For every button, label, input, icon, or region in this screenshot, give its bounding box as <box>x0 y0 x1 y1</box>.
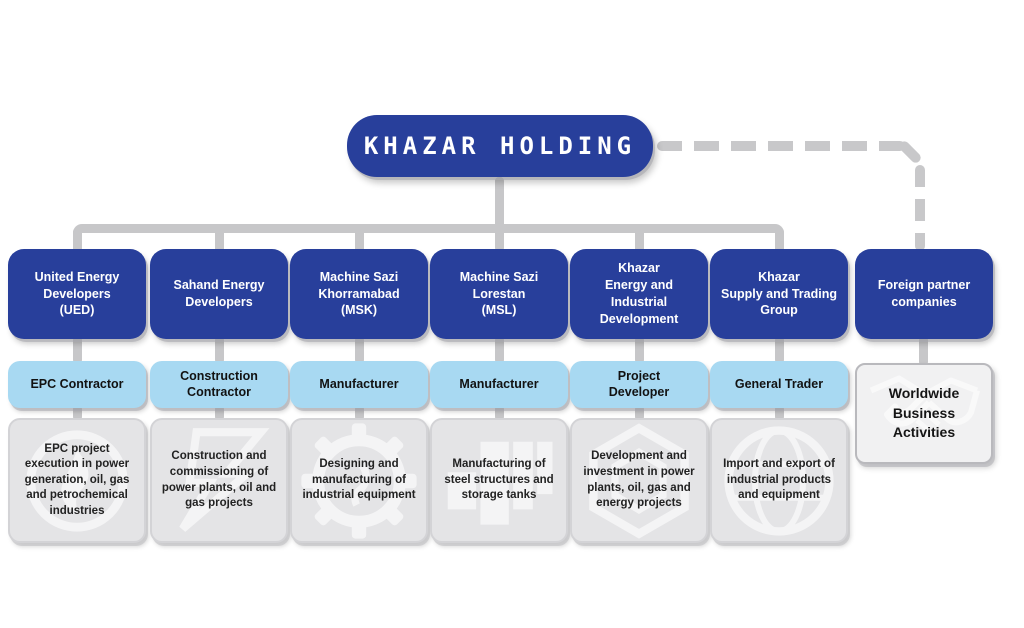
description-box: Development and investment in power plan… <box>570 418 708 543</box>
role-box: Manufacturer <box>290 361 428 408</box>
column-khazar-supply: Khazar Supply and Trading Group General … <box>710 0 848 628</box>
connector-stub <box>215 405 224 421</box>
description-box: Construction and commissioning of power … <box>150 418 288 543</box>
connector-stub <box>73 336 82 364</box>
description-text: Manufacturing of steel structures and st… <box>444 458 554 502</box>
connector-stub <box>495 336 504 364</box>
description-text: EPC project execution in power generatio… <box>24 442 130 517</box>
column-msl: Machine Sazi Lorestan (MSL) Manufacturer… <box>430 0 568 628</box>
description-text: Import and export of industrial products… <box>723 458 835 502</box>
description-text: Development and investment in power plan… <box>583 450 695 510</box>
connector-bus <box>73 224 784 233</box>
role-label: EPC Contractor <box>30 376 124 391</box>
company-name: Sahand Energy Developers <box>173 278 265 309</box>
company-name: Machine Sazi Khorramabad (MSK) <box>318 269 400 318</box>
worldwide-activities-box: Worldwide Business Activities <box>855 363 993 464</box>
description-box: Designing and manufacturing of industria… <box>290 418 428 543</box>
dashed-connector-vertical <box>915 165 925 251</box>
column-foreign-partners: Foreign partner companies Worldwide Busi… <box>855 0 993 628</box>
role-box: Manufacturer <box>430 361 568 408</box>
connector-stub <box>775 336 784 364</box>
connector-stub <box>355 405 364 421</box>
connector-stub <box>635 405 644 421</box>
connector-stub <box>355 226 364 253</box>
connector-stub <box>73 228 82 253</box>
role-box: General Trader <box>710 361 848 408</box>
column-msk: Machine Sazi Khorramabad (MSK) Manufactu… <box>290 0 428 628</box>
column-sahand: Sahand Energy Developers Construction Co… <box>150 0 288 628</box>
connector-stub <box>73 405 82 421</box>
role-label: Manufacturer <box>459 376 539 391</box>
company-box: Khazar Energy and Industrial Development <box>570 249 708 339</box>
column-khazar-energy: Khazar Energy and Industrial Development… <box>570 0 708 628</box>
connector-riser <box>495 177 504 252</box>
connector-stub <box>495 405 504 421</box>
role-label: Construction Contractor <box>180 368 258 399</box>
dashed-connector-horizontal <box>657 141 905 151</box>
connector-stub <box>215 226 224 253</box>
company-box: Foreign partner companies <box>855 249 993 339</box>
description-box: Import and export of industrial products… <box>710 418 848 543</box>
connector-stub <box>635 336 644 364</box>
connector-stub <box>919 336 928 366</box>
role-box: Project Developer <box>570 361 708 408</box>
connector-stub <box>355 336 364 364</box>
role-label: Manufacturer <box>319 376 399 391</box>
description-box: EPC project execution in power generatio… <box>8 418 146 543</box>
column-ued: United Energy Developers (UED) EPC Contr… <box>8 0 146 628</box>
role-box: Construction Contractor <box>150 361 288 408</box>
company-name: Machine Sazi Lorestan (MSL) <box>459 269 539 318</box>
company-box: United Energy Developers (UED) <box>8 249 146 339</box>
company-name: United Energy Developers (UED) <box>34 269 120 318</box>
connector-stub <box>635 226 644 253</box>
company-name: Khazar Energy and Industrial Development <box>599 261 679 326</box>
company-box: Khazar Supply and Trading Group <box>710 249 848 339</box>
company-box: Sahand Energy Developers <box>150 249 288 339</box>
company-name: Foreign partner companies <box>877 278 971 309</box>
role-label: General Trader <box>734 376 824 391</box>
company-box: Machine Sazi Khorramabad (MSK) <box>290 249 428 339</box>
connector-stub <box>775 228 784 253</box>
description-text: Designing and manufacturing of industria… <box>302 458 416 502</box>
connector-stub <box>775 405 784 421</box>
worldwide-activities-text: Worldwide Business Activities <box>888 385 960 441</box>
connector-stub <box>215 336 224 364</box>
description-text: Construction and commissioning of power … <box>161 450 277 510</box>
description-box: Manufacturing of steel structures and st… <box>430 418 568 543</box>
role-box: EPC Contractor <box>8 361 146 408</box>
company-box: Machine Sazi Lorestan (MSL) <box>430 249 568 339</box>
company-name: Khazar Supply and Trading Group <box>721 269 837 318</box>
holding-box: KHAZAR HOLDING <box>347 115 653 177</box>
role-label: Project Developer <box>608 368 670 399</box>
holding-title: KHAZAR HOLDING <box>363 132 637 160</box>
